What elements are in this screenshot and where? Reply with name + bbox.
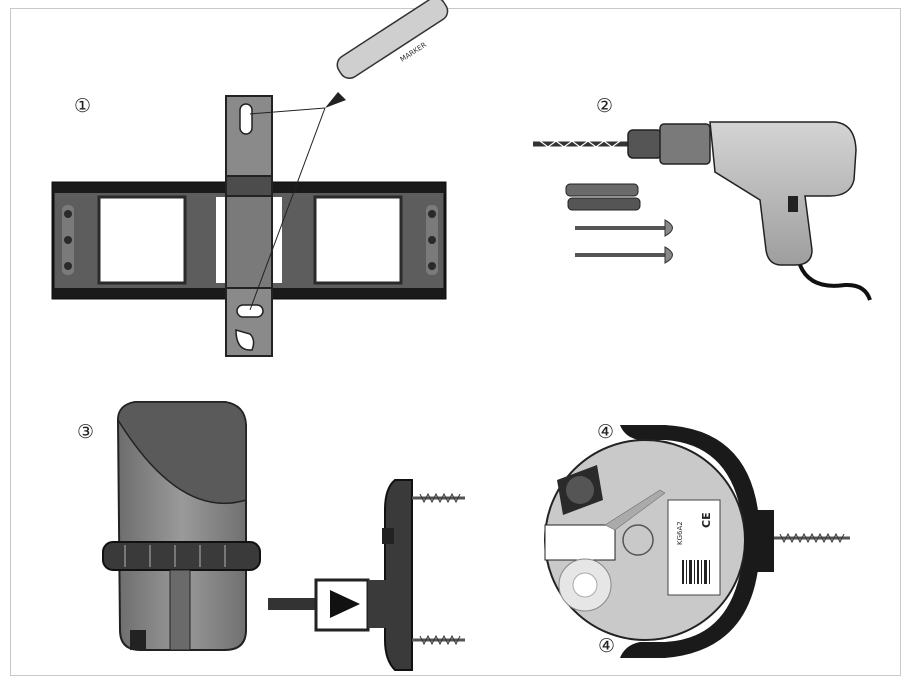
ce-mark: CE [700,512,713,528]
step3-device-illustration [102,401,465,671]
step-number-2: ② [596,95,614,117]
device-model-label: KG6A2 [676,521,684,545]
step4-device-bottom-illustration: KG6A2 CE [544,425,850,658]
step2-drill-illustration [533,121,872,301]
step-number-1: ① [74,95,92,117]
marker-pen: MARKER [325,0,449,108]
step-number-4-bottom: ④ [598,635,616,657]
step1-bracket-illustration: MARKER [51,0,449,357]
step-number-4-top: ④ [597,421,615,443]
step-number-3: ③ [77,421,95,443]
